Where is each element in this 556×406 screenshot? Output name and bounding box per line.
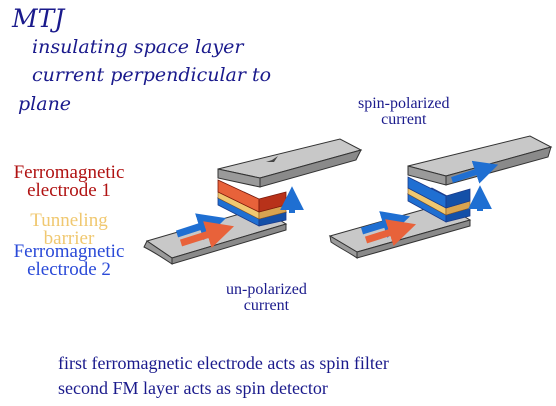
arrow-red-current-left (179, 221, 235, 248)
junction-right (328, 135, 553, 259)
legend-barrier-line-2: barrier (43, 228, 95, 249)
top-strip-right (407, 135, 553, 186)
label-unpolarized-current: un-polarized current (226, 282, 307, 314)
description-line-3: plane (18, 93, 72, 115)
electrode-1-right (407, 176, 471, 209)
top-strip-left (217, 138, 363, 188)
legend-ferromagnetic-electrode-1: Ferromagnetic electrode 1 (0, 162, 144, 201)
label-unpol-line-1: un-polarized (226, 281, 307, 298)
legend-fm1-line-1: Ferromagnetic (13, 162, 125, 183)
label-unpol-line-2: current (243, 297, 290, 314)
legend-fm2-line-1: Ferromagnetic (13, 241, 125, 262)
legend-barrier-line-1: Tunneling (30, 210, 108, 231)
footer-line-1: first ferromagnetic electrode acts as sp… (58, 353, 389, 373)
description-line-1: insulating space layer (32, 36, 244, 58)
arrow-red-current-right (364, 219, 417, 246)
junction-left (143, 138, 363, 265)
legend-fm2-line-2: electrode 2 (27, 259, 111, 280)
arrow-tiny-top-left (266, 156, 278, 162)
label-spin-line-1: spin-polarized (358, 95, 450, 112)
description-line-2: current perpendicular to (32, 64, 272, 86)
legend-ferromagnetic-electrode-2: Ferromagnetic electrode 2 (0, 241, 144, 280)
label-spin-line-2: current (381, 111, 427, 128)
footer-line-2: second FM layer acts as spin detector (58, 378, 328, 398)
legend-tunneling-barrier: Tunneling barrier (0, 210, 144, 249)
arrow-spin-polarized-out (451, 160, 499, 184)
legend-fm1-line-2: electrode 1 (27, 180, 111, 201)
label-spin-polarized-current: spin-polarized current (358, 96, 450, 128)
diagram-title: MTJ (12, 4, 65, 33)
